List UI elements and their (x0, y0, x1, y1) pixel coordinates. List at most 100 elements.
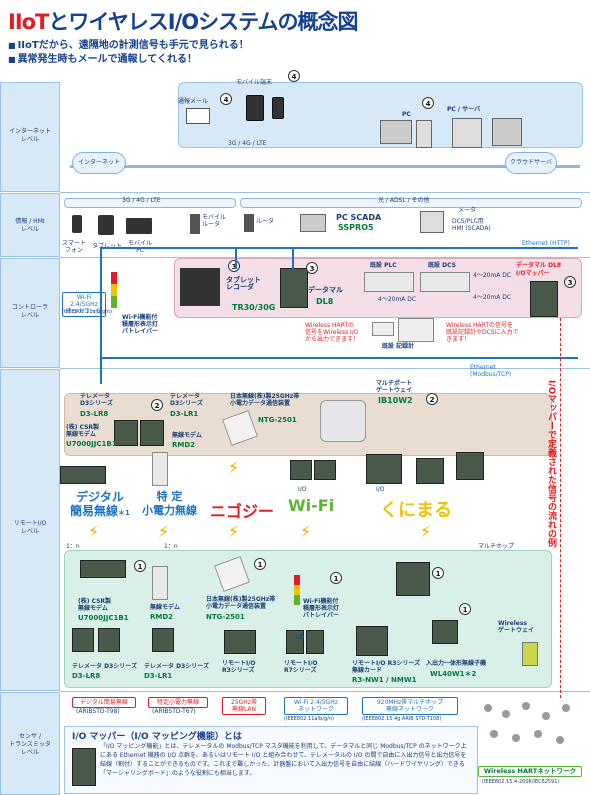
patlite-label: Wi-Fi機能付 積層形表示灯 パトレイバー (122, 314, 159, 335)
whart-node-5 (562, 704, 570, 712)
scada-pc-icon (300, 214, 326, 232)
smartphone-device-icon (272, 97, 284, 119)
lr1-model-lower: D3-LR1 (144, 672, 173, 680)
kunimaru-node-2 (416, 458, 444, 484)
wireless-bolt-1: ⚡ (88, 522, 100, 541)
wifi-band-std: (IEEE802.11a/b/g/n) (62, 309, 112, 315)
radio-modem-label-lower: 無線モデム (150, 604, 180, 611)
badge-1-r3: 1 (432, 567, 444, 579)
wl40-device (432, 620, 458, 644)
kunimaru-node-3 (456, 452, 484, 480)
level-hmi: 情報 / HMI レベル (0, 193, 60, 257)
whart-node-6 (490, 730, 498, 738)
whart-network-tag: Wireless HARTネットワーク (478, 766, 582, 777)
level-remote-io: リモートI/O レベル (0, 369, 60, 691)
std-tag-tokutei: 特定小電力無線 (148, 697, 208, 708)
std-tag-wifi: Wi-Fi 2.4/5GHz ネットワーク (284, 697, 348, 715)
badge-1-wl40: 1 (459, 603, 471, 615)
wifi-node-2 (314, 460, 336, 480)
net-left-label: 3G / 4G / LTE (122, 197, 161, 204)
u7000-model-lower: U7000JJC1B1 (78, 614, 129, 622)
wireless-bolt-2: ⚡ (158, 522, 170, 541)
ntg-title-lower: 日本無線(株)製25GHz帯 小電力データ通信装置 (206, 596, 276, 610)
mapper-device-photo (72, 748, 96, 786)
laptop-icon (126, 218, 152, 234)
pc-tower-icon (416, 120, 432, 148)
wireless-gateway-device (522, 642, 538, 666)
whart-nodes (480, 700, 580, 760)
level-internet: インターネット レベル (0, 82, 60, 192)
badge-4-pc: 4 (422, 97, 434, 109)
std-920: (IEEE802.15.4g ARIB STD-T108) (362, 716, 442, 722)
u7000-model-upper: U7000JJC1B1 (66, 440, 117, 448)
std-tokutei: (ARIBSTD-T67) (152, 708, 196, 715)
patlite-icon (111, 272, 117, 308)
envelope-icon (186, 108, 210, 124)
lower-remote-zone (64, 550, 552, 688)
tokutei-label: 特 定 小電力無線 (142, 490, 197, 517)
hart-note-1: Wireless HARTの 信号をWireless I/O から出力できます！ (305, 322, 360, 343)
io-mapper-label: I/Oマッパー (516, 270, 550, 277)
lr8-model-lower: D3-LR8 (72, 672, 101, 680)
lr8-device-lower (72, 628, 94, 652)
wifi-node-1 (290, 460, 312, 480)
telemeter-lr1-label: テレメータ D3シリーズ (170, 393, 203, 407)
tablet-icon (98, 215, 114, 235)
existing-dcs-label: 既設 DCS (428, 262, 456, 269)
whart-node-7 (512, 734, 520, 742)
ethernet-modbus-label: Ethernet (Modbus/TCP) (470, 364, 512, 378)
mobile-terminal-label: モバイル端末 (236, 79, 273, 86)
eth-drop-1 (100, 249, 102, 384)
server-monitor-icon (492, 118, 522, 146)
badge-3-mapper: 3 (564, 276, 576, 288)
sspro5-label: SSPRO5 (338, 223, 374, 232)
badge-2-gateway: 2 (426, 393, 438, 405)
csr-modem-device-upper (60, 466, 106, 484)
io-mapper-device (530, 281, 558, 317)
mobile-router-icon (190, 214, 200, 234)
telemeter-lr8-lower-label: テレメータ D3シリーズ (72, 663, 137, 670)
rmd2-device-upper (152, 452, 168, 486)
r7-device-lower (286, 630, 304, 654)
dcs-hmi-icon (420, 211, 444, 233)
mapper-box (64, 726, 478, 794)
internet-bus (70, 165, 580, 168)
io-tag-lower: I/O (296, 634, 305, 641)
r7-label-lower: リモートI/O R7シリーズ (284, 660, 318, 674)
tablet-label: タブレット (92, 243, 122, 250)
ratio-label-1: 1：n (66, 543, 80, 550)
lr1-device-lower (152, 628, 174, 652)
whart-node-9 (556, 736, 564, 744)
csr-modem-device-lower (80, 560, 126, 578)
ntg-title-upper: 日本無線(株)製25GHz帯 小電力データ通信装置 (230, 393, 300, 407)
tablet-recorder-device (180, 268, 220, 306)
digital-radio-label: デジタル 簡易無線＊1 (70, 490, 130, 518)
tr-model: TR30/30G (232, 303, 276, 312)
r3-label-lower: リモートI/O R3シリーズ (222, 660, 256, 674)
net-left-band (64, 198, 236, 208)
tablet-recorder-label: タブレット レコーダ (226, 276, 261, 291)
plc-device (364, 272, 414, 292)
whart-std: (IEEE802.15.4-2006/IEC62591) (482, 779, 560, 785)
page-title: IIoTとワイヤレスI/Oシステムの概念図 (8, 6, 358, 36)
std-tag-920: 920MHz帯マルチホップ 無線ネットワーク (362, 697, 458, 715)
ntg-model-lower: NTG-2501 (206, 613, 245, 621)
meter-label: メータ (458, 207, 477, 214)
multiport-gateway-device (320, 400, 366, 442)
router-label: ルータ (256, 218, 275, 225)
badge-2-telemeter: 2 (151, 399, 163, 411)
level-sensor: センサ / トランスミッタ レベル (0, 692, 60, 795)
network-3g-label: 3G / 4G / LTE (228, 140, 267, 147)
kunimaru-label: くにまる (380, 500, 452, 521)
r7b-device-lower (306, 630, 324, 654)
pc-server-label: PC / サーバ (447, 106, 481, 113)
io-tag-1: I/O (298, 486, 307, 493)
multiport-label: マルチポート ゲートウェイ (376, 380, 413, 394)
std-tag-25ghz: 25GHz帯 無線LAN (222, 697, 266, 715)
telemeter-lr8-label: テレメータ D3シリーズ (80, 393, 113, 407)
r3-nw1-device (396, 562, 430, 596)
d3-lr1-device (140, 420, 164, 446)
ma-dc-label-2: 4～20mA DC (378, 296, 417, 303)
pc-label: PC (402, 111, 411, 118)
ethernet-http-label: Ethernet (HTTP) (522, 240, 570, 247)
